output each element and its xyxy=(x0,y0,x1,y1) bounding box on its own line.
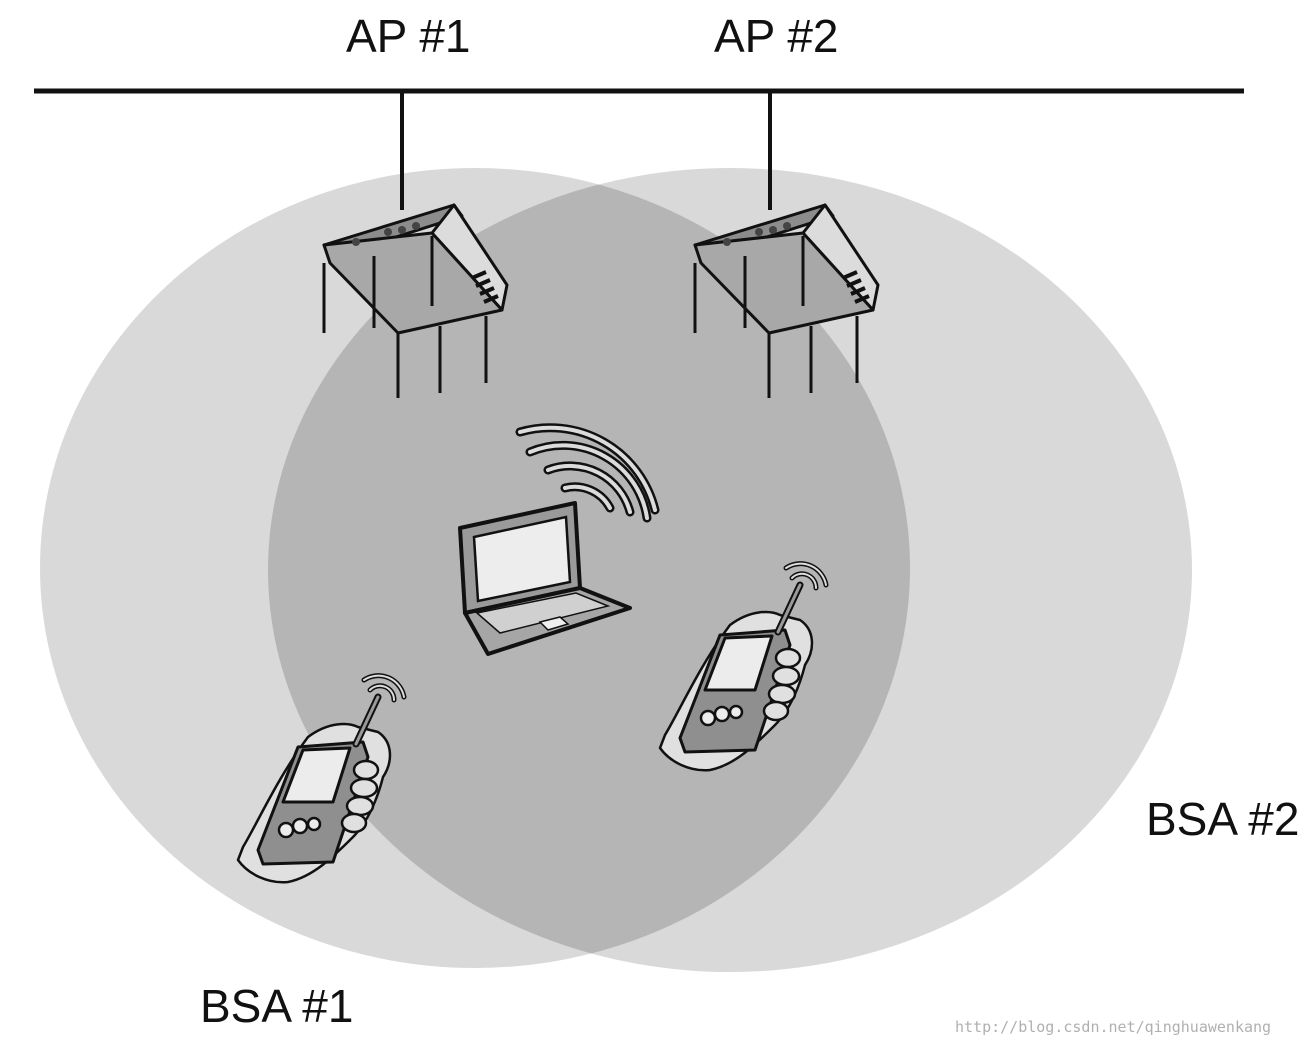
watermark: http://blog.csdn.net/qinghuawenkang xyxy=(955,1018,1271,1036)
ap1-label: AP #1 xyxy=(346,10,470,62)
laptop-icon xyxy=(458,501,632,656)
bsa1-label: BSA #1 xyxy=(200,980,353,1032)
ap2-label: AP #2 xyxy=(714,10,838,62)
bsa2-label: BSA #2 xyxy=(1146,793,1299,845)
signal-waves-icon xyxy=(515,423,660,523)
bsa-overlap-area xyxy=(268,168,910,968)
